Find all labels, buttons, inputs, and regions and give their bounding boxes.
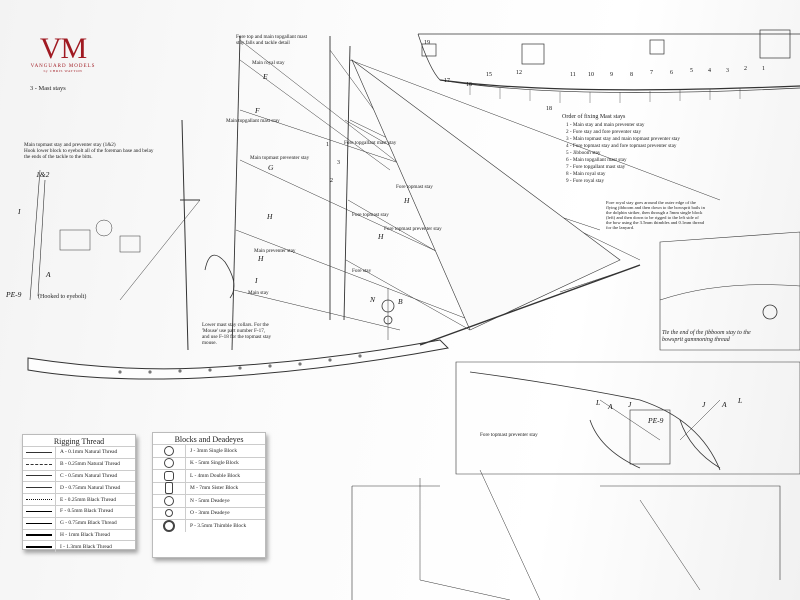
- letter-n: N: [370, 295, 376, 304]
- label-main-topmast-preventer: Main topmast preventer stay: [250, 155, 310, 161]
- letter-h3: H: [404, 196, 410, 205]
- letter-l2: L: [738, 396, 743, 405]
- sister-block-icon: [165, 482, 173, 495]
- num-12: 12: [516, 70, 522, 76]
- label-pe9-note: (Hooked to eyebolt): [38, 294, 87, 300]
- letter-a-left: A: [46, 270, 51, 279]
- letter-h4: H: [378, 232, 384, 241]
- logo-mark: VM: [39, 32, 87, 65]
- single-block-icon: [164, 445, 174, 456]
- thread-h: H - 1mm Black Thread: [23, 528, 135, 541]
- section-title: 3 - Mast stays: [30, 85, 66, 92]
- label-main-royal-stay: Main royal stay: [252, 60, 285, 66]
- rigging-thread-title: Rigging Thread: [53, 437, 105, 446]
- thread-f: F - 0.5mm Black Thread: [23, 504, 135, 517]
- deadeye-icon: [164, 495, 174, 506]
- thread-b: B - 0.25mm Natural Thread: [23, 457, 135, 470]
- letter-f: F: [255, 106, 260, 115]
- label-main-topgallant-stay: Main topgallant mast stay: [226, 118, 280, 124]
- num-3: 3: [726, 68, 729, 74]
- num-10: 10: [588, 72, 594, 78]
- label-fore-topmast-stay: Fore topmast stay: [352, 212, 389, 218]
- letter-g: G: [268, 163, 274, 172]
- label-fore-topmast-stay-top: Fore topmast stay: [396, 184, 433, 190]
- letter-j: J: [628, 400, 632, 409]
- letter-a: A: [608, 402, 613, 411]
- label-main-stay: Main stay: [248, 290, 269, 296]
- num-7: 7: [650, 70, 653, 76]
- label-main-preventer-stay: Main preventer stay: [254, 248, 296, 254]
- double-block-icon: [164, 470, 174, 481]
- letter-h2: H: [258, 254, 264, 263]
- num-5: 5: [690, 68, 693, 74]
- thread-d: D - 0.75mm Natural Thread: [23, 481, 135, 494]
- deck-plan-outline: [417, 33, 800, 93]
- num-11: 11: [570, 72, 576, 78]
- label-fore-stay: Fore stay: [352, 268, 372, 274]
- thread-g: G - 0.75mm Black Thread: [23, 516, 135, 529]
- num-4: 4: [708, 68, 711, 74]
- block-k: K - 5mm Single Block: [153, 456, 265, 469]
- block-l: L - 4mm Double Block: [153, 469, 265, 482]
- num-1: 1: [762, 66, 765, 72]
- logo-name: VANGUARD MODELS: [30, 64, 96, 69]
- num-1-mast: 1: [326, 142, 329, 148]
- thread-e: E - 0.25mm Black Thread: [23, 493, 135, 505]
- small-deadeye-icon: [165, 509, 173, 518]
- letter-i: I: [255, 276, 258, 285]
- num-3-mast: 3: [337, 160, 340, 166]
- letter-l: L: [596, 398, 601, 407]
- thread-c: C - 0.5mm Natural Thread: [23, 469, 135, 482]
- block-o: O - 3mm Deadeye: [153, 506, 265, 519]
- num-6: 6: [670, 70, 673, 76]
- label-fore-topmast-preventer: Fore topmast preventer stay: [384, 226, 442, 232]
- letter-h: H: [267, 212, 273, 221]
- label-pe9: PE-9: [6, 290, 22, 299]
- num-17: 17: [444, 78, 450, 84]
- hull-outline: [27, 339, 450, 380]
- num-19: 19: [424, 40, 430, 46]
- thimble-icon: [163, 519, 175, 532]
- rigging-thread-legend: Rigging Thread A - 0.1mm Natural Thread …: [22, 434, 136, 553]
- label-fore-topmast-preventer-bottom: Fore topmast preventer stay: [480, 432, 538, 438]
- block-n: N - 5mm Deadeye: [153, 494, 265, 507]
- letter-i-left: I: [18, 207, 21, 216]
- letter-e: E: [263, 72, 268, 81]
- vanguard-logo: VM VANGUARD MODELS by CHRIS WATTON: [28, 32, 98, 74]
- num-18: 18: [546, 106, 552, 112]
- num-9: 9: [610, 72, 613, 78]
- blocks-deadeyes-legend: Blocks and Deadeyes J - 3mm Single Block…: [152, 432, 266, 558]
- block-p: P - 3.5mm Thimble Block: [153, 519, 265, 532]
- thread-i: I - 1.3mm Black Thread: [23, 540, 135, 553]
- single-block-icon: [164, 458, 174, 469]
- num-15: 15: [486, 72, 492, 78]
- letter-b: B: [398, 297, 403, 306]
- block-j: J - 3mm Single Block: [153, 444, 265, 457]
- thread-a: A - 0.1mm Natural Thread: [23, 446, 135, 458]
- blocks-title: Blocks and Deadeyes: [174, 435, 244, 444]
- letter-j2: J: [702, 400, 706, 409]
- letter-a2: A: [722, 400, 727, 409]
- label-one-two: 1&2: [36, 170, 50, 179]
- num-2-mast: 2: [330, 178, 333, 184]
- label-fore-topgallant-stay: Fore topgallant mast stay: [344, 140, 397, 146]
- num-2: 2: [744, 66, 747, 72]
- block-m: M - 7mm Sister Block: [153, 481, 265, 495]
- label-pe9-b: PE-9: [648, 416, 664, 425]
- num-16: 16: [466, 82, 472, 88]
- logo-tagline: by CHRIS WATTON: [43, 69, 83, 73]
- num-8: 8: [630, 72, 633, 78]
